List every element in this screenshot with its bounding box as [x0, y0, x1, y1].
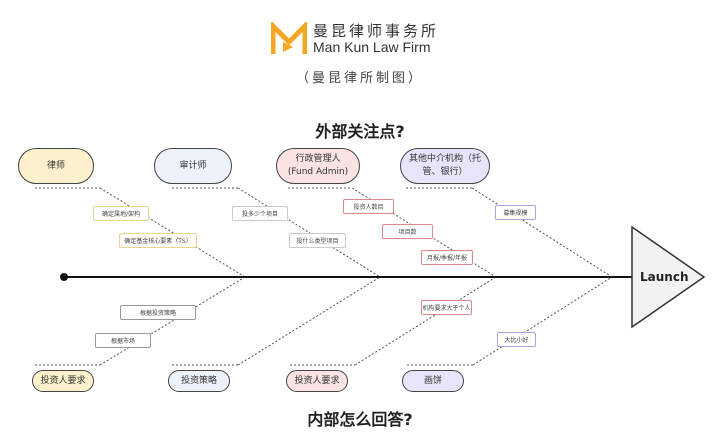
cause-tag: 根据市场	[95, 333, 151, 348]
firm-name-cn: 曼昆律师事务所	[313, 22, 440, 40]
cause-tag: 投多少个项目	[232, 206, 288, 221]
cause-tag: 月报/季报/年报	[421, 250, 473, 265]
category-label: 律师	[46, 160, 65, 171]
launch-head	[631, 225, 706, 329]
bottom-bone-line	[472, 276, 613, 366]
cause-tag: 大比小好	[497, 332, 536, 347]
category-label: 其他中介机构（托管、银行）	[408, 154, 481, 177]
bottom-heading: 内部怎么回答?	[307, 410, 413, 429]
bottom-category-1: 投资策略	[168, 370, 230, 392]
cause-tag: 投什么类型项目	[289, 233, 346, 248]
top-heading: 外部关注点?	[315, 122, 405, 141]
top-bone-line	[99, 187, 246, 278]
top-category-2: 行政管理人 (Fund Admin)	[276, 148, 360, 184]
bottom-category-2: 投资人要求	[286, 370, 348, 392]
top-category-1: 审计师	[154, 148, 232, 184]
category-label: 审计师	[179, 160, 207, 171]
cause-tag: 募集规模	[495, 205, 536, 220]
category-label: 投资策略	[180, 375, 217, 386]
bottom-bone-line	[99, 276, 246, 366]
bottom-category-3: 画饼	[402, 370, 464, 392]
cause-tag: 根据投资策略	[120, 305, 196, 320]
bottom-bone-line	[354, 276, 497, 366]
cause-tag: 确定基金核心要素（TS）	[119, 233, 197, 248]
cause-tag: 投资人数目	[343, 199, 394, 214]
firm-logo: 曼昆律师事务所 Man Kun Law Firm	[271, 20, 451, 60]
category-label: 投资人要求	[40, 375, 86, 386]
top-bone-line	[471, 187, 613, 278]
cause-tag: 机构要求大于个人	[421, 300, 472, 315]
launch-label: Launch	[640, 270, 689, 284]
top-category-0: 律师	[18, 148, 94, 184]
cause-tag: 确定属地/架构	[93, 206, 149, 221]
category-label: 行政管理人 (Fund Admin)	[287, 154, 349, 177]
spine-start-dot	[60, 273, 68, 281]
top-category-3: 其他中介机构（托管、银行）	[400, 148, 490, 184]
bottom-bone-line	[237, 276, 381, 366]
category-label: 画饼	[423, 375, 442, 386]
cause-tag: 项目数	[382, 224, 433, 239]
subtitle: （曼昆律所制图）	[295, 71, 424, 86]
firm-name-en: Man Kun Law Firm	[313, 39, 431, 55]
category-label: 投资人要求	[294, 375, 340, 386]
bottom-category-0: 投资人要求	[32, 370, 94, 392]
logo-m-icon	[271, 22, 307, 54]
